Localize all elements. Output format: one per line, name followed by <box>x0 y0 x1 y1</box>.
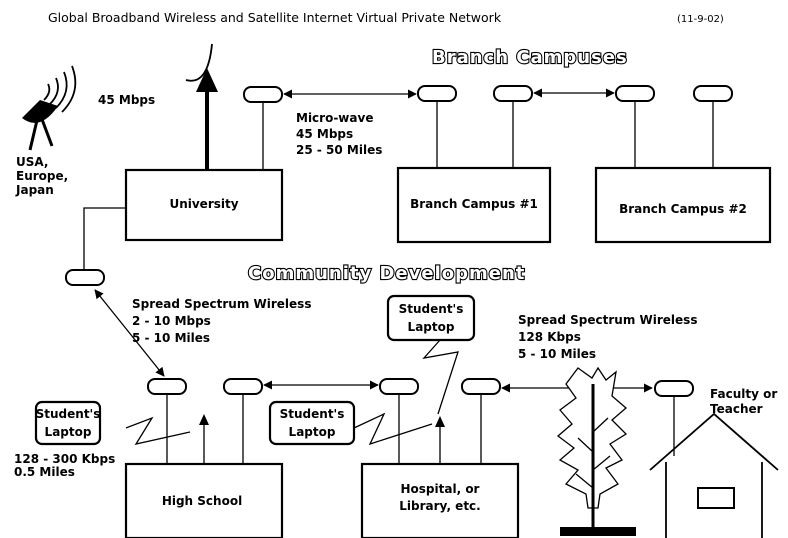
laptop-2-label-line2: Laptop <box>289 425 336 439</box>
branch2-node-b <box>693 85 733 102</box>
faculty-label-line2: Teacher <box>710 402 763 416</box>
hospital-box <box>360 462 520 538</box>
community-development-heading: Community Development <box>248 263 525 284</box>
highschool-node-b <box>223 378 263 395</box>
local-distance-label: 0.5 Miles <box>14 465 75 479</box>
local-speed-label: 128 - 300 Kbps <box>14 452 115 466</box>
student-laptop-3 <box>386 294 476 342</box>
branch-campus-1-box <box>396 166 552 244</box>
high-school-box <box>124 462 284 538</box>
hospital-label-line2: Library, etc. <box>399 499 480 513</box>
laptop-1-label-line2: Laptop <box>45 425 92 439</box>
spread-spectrum-link <box>94 289 165 377</box>
student-laptop-1 <box>34 400 102 446</box>
hospital-node-b <box>461 378 501 395</box>
laptop-3-wireless-link <box>422 339 459 415</box>
tree-icon <box>556 366 636 536</box>
microwave-distance-label: 25 - 50 Miles <box>296 143 382 157</box>
laptop-1-label-line1: Student's <box>36 407 101 421</box>
laptop-2-wireless-link <box>353 412 433 446</box>
community-uplink-node <box>65 269 105 286</box>
highschool-antenna-icon <box>199 414 209 464</box>
satellite-dish-icon <box>22 65 77 151</box>
university-label: University <box>169 197 238 211</box>
highschool-node-a <box>147 378 187 395</box>
spread-spectrum-2-distance: 5 - 10 Miles <box>518 347 596 361</box>
region-label-usa: USA, <box>16 155 48 169</box>
spread-spectrum-2-label: Spread Spectrum Wireless <box>518 313 697 327</box>
spread-spectrum-1-distance: 5 - 10 Miles <box>132 331 210 345</box>
branch1-node-b <box>493 85 533 102</box>
house-icon <box>649 412 779 538</box>
branch-campus-2-box <box>594 166 772 244</box>
spread-spectrum-1-label: Spread Spectrum Wireless <box>132 297 311 311</box>
student-laptop-2 <box>268 400 356 446</box>
diagram-title: Global Broadband Wireless and Satellite … <box>48 10 502 25</box>
branch2-node-a <box>615 85 655 102</box>
branch1-node-a <box>417 85 457 102</box>
region-label-japan: Japan <box>15 183 54 197</box>
microwave-speed-label: 45 Mbps <box>296 127 353 141</box>
hospital-antenna-icon <box>435 416 445 464</box>
faculty-node <box>654 380 694 397</box>
faculty-label-line1: Faculty or <box>710 387 777 401</box>
diagram-date: (11-9-02) <box>677 14 724 25</box>
region-label-europe: Europe, <box>16 169 68 183</box>
university-box <box>124 168 284 242</box>
microwave-label: Micro-wave <box>296 111 373 125</box>
laptop-2-label-line1: Student's <box>280 407 345 421</box>
satellite-speed-label: 45 Mbps <box>98 93 155 107</box>
branch-campus-1-label: Branch Campus #1 <box>410 197 538 211</box>
spread-spectrum-2-speed: 128 Kbps <box>518 330 581 344</box>
hospital-label-line1: Hospital, or <box>401 482 480 496</box>
laptop-3-label-line1: Student's <box>399 302 464 316</box>
university-microwave-node <box>243 86 283 103</box>
branch-campus-2-label: Branch Campus #2 <box>619 202 747 216</box>
laptop-3-label-line2: Laptop <box>408 320 455 334</box>
university-dish-icon <box>185 43 218 170</box>
hospital-node-a <box>379 378 419 395</box>
branch-campuses-heading: Branch Campuses <box>432 47 628 68</box>
spread-spectrum-1-speed: 2 - 10 Mbps <box>132 314 211 328</box>
laptop-1-wireless-link <box>125 416 191 445</box>
high-school-label: High School <box>162 494 242 508</box>
